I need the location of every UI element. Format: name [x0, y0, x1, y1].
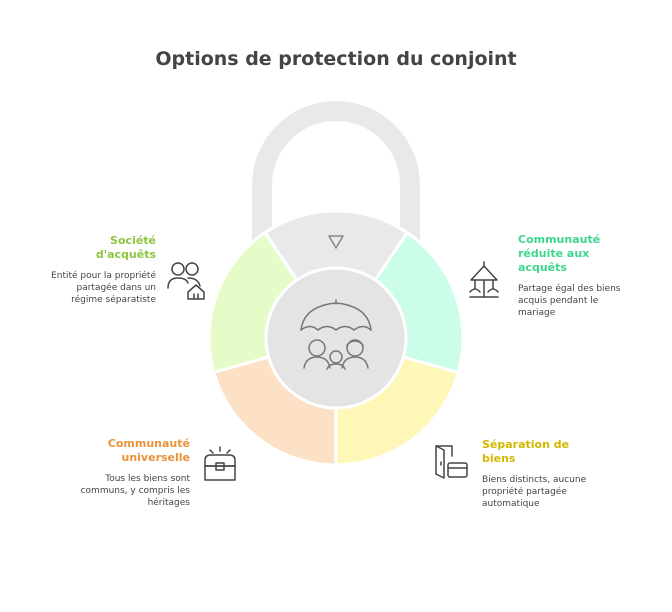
door-wallet-icon — [435, 445, 468, 479]
option-description: Tous les biens sont communs, y compris l… — [80, 474, 190, 508]
option-separation-biens: Séparation de biens Biens distincts, auc… — [482, 438, 602, 510]
option-description: Partage égal des biens acquis pendant le… — [518, 284, 621, 318]
option-communaute-reduite: Communauté réduite aux acquêts Partage é… — [518, 233, 628, 319]
padlock-shackle — [252, 101, 420, 240]
option-societe-acquets: Société d'acquêts Entité pour la proprié… — [50, 234, 156, 306]
carousel-icon — [469, 261, 499, 298]
option-heading: Séparation de biens — [482, 438, 570, 465]
keyhole-triangle-icon — [328, 235, 344, 249]
option-description: Entité pour la propriété partagée dans u… — [51, 271, 156, 305]
option-heading: Société d'acquêts — [95, 234, 156, 261]
option-description: Biens distincts, aucune propriété partag… — [482, 475, 587, 509]
people-house-icon — [167, 262, 205, 300]
treasure-chest-icon — [204, 446, 236, 481]
center-circle — [264, 266, 408, 410]
family-umbrella-icon — [300, 299, 372, 370]
option-communaute-universelle: Communauté universelle Tous les biens so… — [66, 437, 190, 509]
option-heading: Communauté universelle — [107, 437, 190, 464]
option-heading: Communauté réduite aux acquêts — [518, 233, 601, 274]
diagram-title: Options de protection du conjoint — [155, 48, 517, 70]
